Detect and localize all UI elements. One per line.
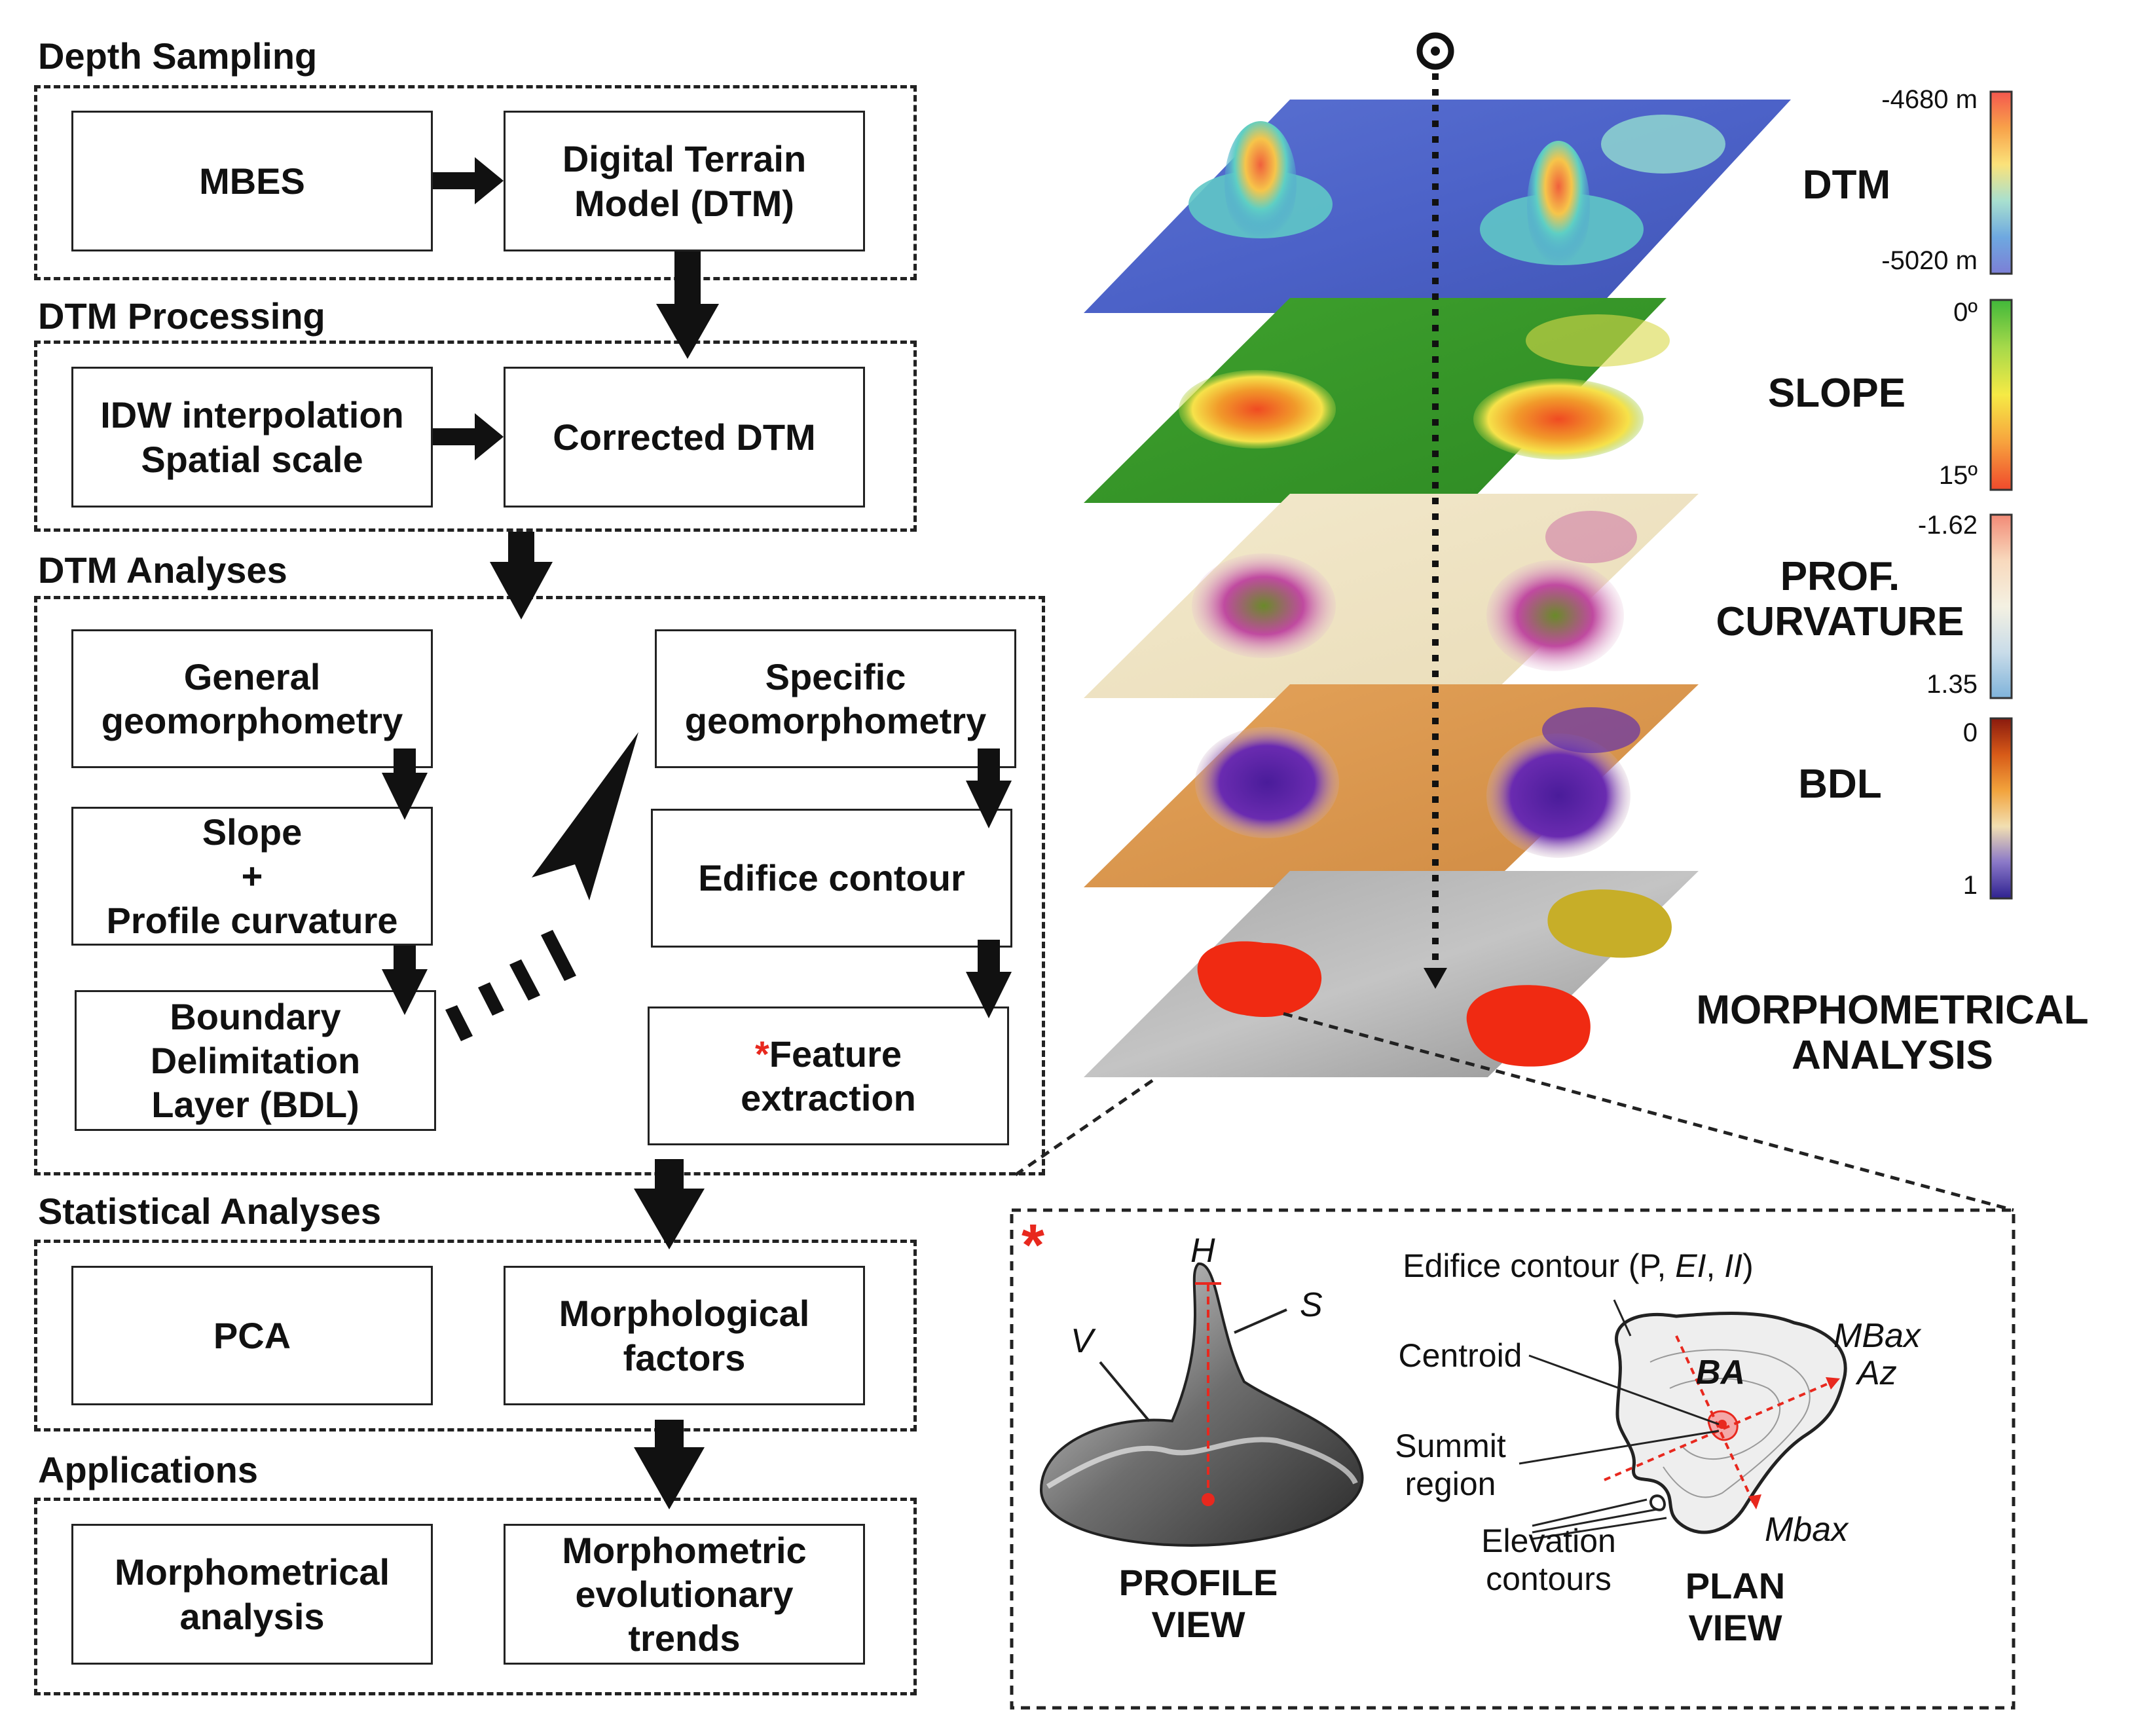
feature-extraction-label: Feature extraction [741,1033,916,1118]
arrow-bdl-to-specific [445,732,638,1041]
bdl-scale-top: 0 [1962,718,1978,747]
detail-frame [1010,1208,2016,1710]
profile-view-graphic [1039,1262,1364,1547]
arrow-analyses-to-statistical [634,1159,705,1249]
curvature-scale-bottom: 1.35 [1926,670,1978,699]
morph-yellow-edifice [1547,889,1672,958]
bdl-scale-bottom: 1 [1962,871,1978,900]
mbax-az-label: MBax Az [1833,1317,1921,1393]
ba-label: BA [1696,1354,1746,1392]
morph-red-edifice-1 [1197,941,1322,1018]
elevation-contours-annotation: Elevation contours [1481,1523,1616,1597]
slope-scale-top: 0º [1953,298,1978,327]
detail-star: * [1022,1213,1045,1278]
curvature-layer-label: PROF. CURVATURE [1716,554,1964,645]
idw-box: IDW interpolation Spatial scale [71,367,433,508]
curvature-scale-bar [1989,513,2013,699]
dtm-processing-group [34,341,917,532]
profile-v-label: V [1071,1322,1094,1360]
edifice-contour-annotation: Edifice contour (P, EI, II) [1403,1247,1754,1284]
pca-box: PCA [71,1266,433,1405]
arrow-dtm-to-corrected [656,251,719,359]
morphometrical-layer-label: MORPHOMETRICAL ANALYSIS [1696,988,2089,1079]
arrow-specific-to-edifice [966,748,1012,828]
specific-geomorphometry-box: Specific geomorphometry [655,629,1016,768]
mbes-box: MBES [71,111,433,251]
arrow-general-to-slope [382,748,428,820]
profile-view-label: PROFILE VIEW [1118,1562,1278,1646]
morphometrical-plane [1084,871,1699,1077]
applications-group [34,1498,917,1695]
morphometrical-analysis-box: Morphometrical analysis [71,1524,433,1665]
general-geomorphometry-box: General geomorphometry [71,629,433,768]
section-title-depth-sampling: Depth Sampling [38,35,318,77]
layer-stack [1084,100,1791,1077]
section-title-statistical-analyses: Statistical Analyses [38,1191,381,1232]
centroid-annotation: Centroid [1398,1337,1522,1374]
morph-red-edifice-2 [1466,985,1591,1067]
section-title-applications: Applications [38,1449,259,1490]
edifice-contour-box: Edifice contour [651,809,1012,948]
scale-bars [1989,90,2013,900]
arrow-processing-to-analyses [490,532,553,619]
bdl-box: Boundary Delimitation Layer (BDL) [75,990,436,1131]
slope-profile-curvature-box: Slope + Profile curvature [71,807,433,946]
slope-scale-bottom: 15º [1938,461,1978,490]
section-title-dtm-analyses: DTM Analyses [38,549,287,591]
profile-s-label: S [1300,1286,1323,1324]
bdl-scale-bar [1989,717,2013,900]
vertical-axis [1416,32,1454,989]
bdl-layer-label: BDL [1798,762,1882,807]
arrow-idw-to-corrected [433,413,504,460]
slope-layer-label: SLOPE [1767,371,1906,416]
arrow-mbes-to-dtm [433,157,504,204]
arrow-slope-to-bdl [382,946,428,1015]
dtm-scale-bottom: -5020 m [1881,246,1978,275]
corrected-dtm-box: Corrected DTM [504,367,865,508]
dtm-analyses-group [34,596,1045,1175]
feature-star: * [754,1033,769,1075]
flow-arrows [382,157,1012,1509]
morphometric-trends-box: Morphometric evolutionary trends [504,1524,865,1665]
dtm-scale-top: -4680 m [1881,85,1978,114]
curvature-scale-top: -1.62 [1917,511,1978,540]
profile-h-label: H [1190,1232,1215,1270]
detail-inset [1010,1012,2016,1710]
morphological-factors-box: Morphological factors [504,1266,865,1405]
slope-plane [1084,298,1666,503]
plan-view-graphic [1604,1312,1847,1534]
dtm-scale-bar [1989,90,2013,275]
dtm-layer-label: DTM [1802,162,1891,208]
annotation-leaders [1519,1299,1720,1540]
mbax-label: Mbax [1765,1511,1849,1549]
slope-scale-bar [1989,299,2013,491]
section-title-dtm-processing: DTM Processing [38,295,325,337]
arrow-statistical-to-applications [634,1420,705,1509]
feature-extraction-box: *Feature extraction [648,1007,1009,1145]
plan-view-label: PLAN VIEW [1685,1565,1786,1649]
arrow-edifice-to-feature [966,940,1012,1018]
dtm-box: Digital Terrain Model (DTM) [504,111,865,251]
summit-region-annotation: Summit region [1395,1428,1506,1502]
depth-sampling-group [34,85,917,280]
statistical-analyses-group [34,1240,917,1431]
